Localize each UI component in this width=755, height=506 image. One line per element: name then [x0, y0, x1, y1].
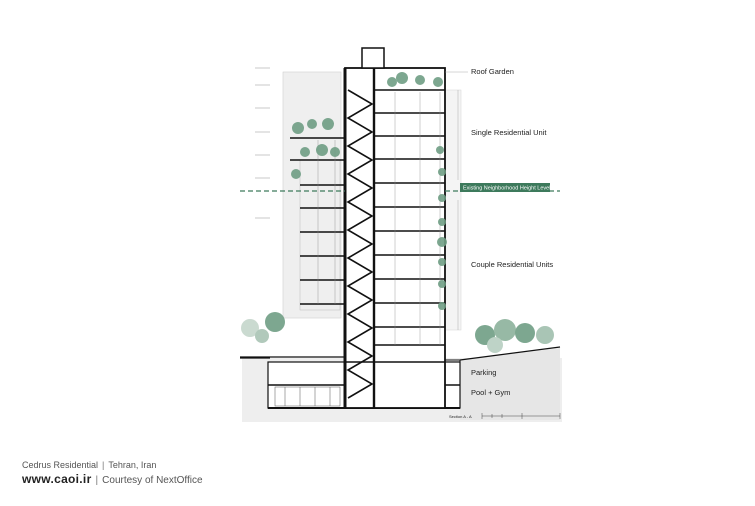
site-link[interactable]: www.caoi.ir [22, 472, 92, 486]
separator: | [95, 475, 99, 486]
label-height-level: Existing Neighborhood Height Level [463, 186, 550, 192]
footer-credit-line: www.caoi.ir|Courtesy of NextOffice [22, 472, 203, 486]
scale-bar [481, 413, 561, 419]
project-name: Cedrus Residential [22, 460, 99, 470]
section-title: Section A - A [449, 414, 472, 419]
level-marks [255, 67, 270, 219]
floor-slabs [290, 89, 445, 363]
label-pool-gym: Pool + Gym [471, 388, 510, 397]
height-level-line [240, 183, 560, 192]
foliage [241, 72, 554, 353]
label-single-unit: Single Residential Unit [471, 128, 547, 137]
label-parking: Parking [471, 368, 496, 377]
footer-project-line: Cedrus Residential|Tehran, Iran [22, 460, 156, 470]
stair-zigzag [346, 89, 374, 399]
label-leaders [445, 71, 468, 330]
credit-text: Courtesy of NextOffice [102, 475, 203, 486]
project-location: Tehran, Iran [108, 460, 157, 470]
label-couple-units: Couple Residential Units [471, 260, 553, 269]
separator: | [102, 460, 105, 470]
label-roof-garden: Roof Garden [471, 67, 514, 76]
